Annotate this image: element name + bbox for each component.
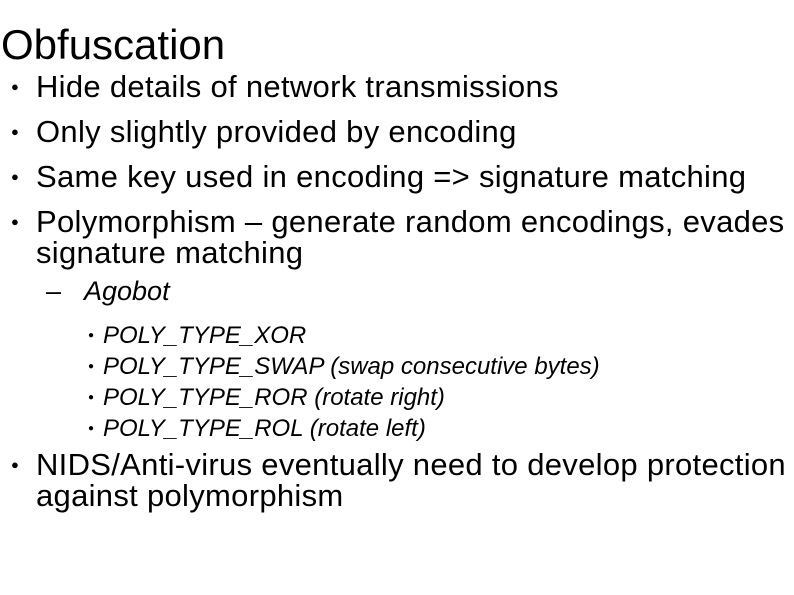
sub-sub-bullet-item: ● POLY_TYPE_XOR [0,320,794,351]
bullet-list: ● Hide details of network transmissions … [0,71,794,511]
bullet-text: Polymorphism – generate random encodings… [36,204,785,270]
bullet-disc-icon: ● [88,423,95,434]
bullet-item: ● Hide details of network transmissions [0,71,794,102]
bullet-item: ● Polymorphism – generate random encodin… [0,206,794,268]
bullet-item: ● Only slightly provided by encoding [0,116,794,147]
bullet-text: Same key used in encoding => signature m… [36,159,747,194]
bullet-disc-icon: ● [11,124,20,139]
bullet-disc-icon: ● [11,79,20,94]
slide-title: Obfuscation [1,21,226,68]
bullet-disc-icon: ● [88,361,95,372]
bullet-text: Hide details of network transmissions [36,69,559,104]
sub-sub-bullet-item: ● POLY_TYPE_ROR (rotate right) [0,382,794,413]
bullet-disc-icon: ● [11,457,20,472]
bullet-item: ● NIDS/Anti-virus eventually need to dev… [0,449,794,511]
sub-sub-bullet-list: ● POLY_TYPE_XOR ● POLY_TYPE_SWAP (swap c… [0,320,794,444]
bullet-disc-icon: ● [88,330,95,341]
sub-sub-bullet-text: POLY_TYPE_SWAP (swap consecutive bytes) [103,353,600,380]
sub-sub-bullet-item: ● POLY_TYPE_ROL (rotate left) [0,413,794,444]
sub-sub-bullet-item: ● POLY_TYPE_SWAP (swap consecutive bytes… [0,351,794,382]
bullet-text: NIDS/Anti-virus eventually need to devel… [36,447,786,513]
bullet-item: ● Same key used in encoding => signature… [0,161,794,192]
sub-sub-bullet-text: POLY_TYPE_ROL (rotate left) [103,415,426,442]
bullet-disc-icon: ● [88,392,95,403]
bullet-disc-icon: ● [11,214,20,229]
bullet-dash-icon: – [46,276,62,306]
bullet-text: Only slightly provided by encoding [36,114,517,149]
sub-sub-bullet-text: POLY_TYPE_XOR [103,322,307,349]
sub-bullet-text: Agobot [84,276,170,306]
sub-sub-bullet-text: POLY_TYPE_ROR (rotate right) [103,384,445,411]
sub-bullet-item: – Agobot [0,277,794,305]
bullet-disc-icon: ● [11,169,20,184]
